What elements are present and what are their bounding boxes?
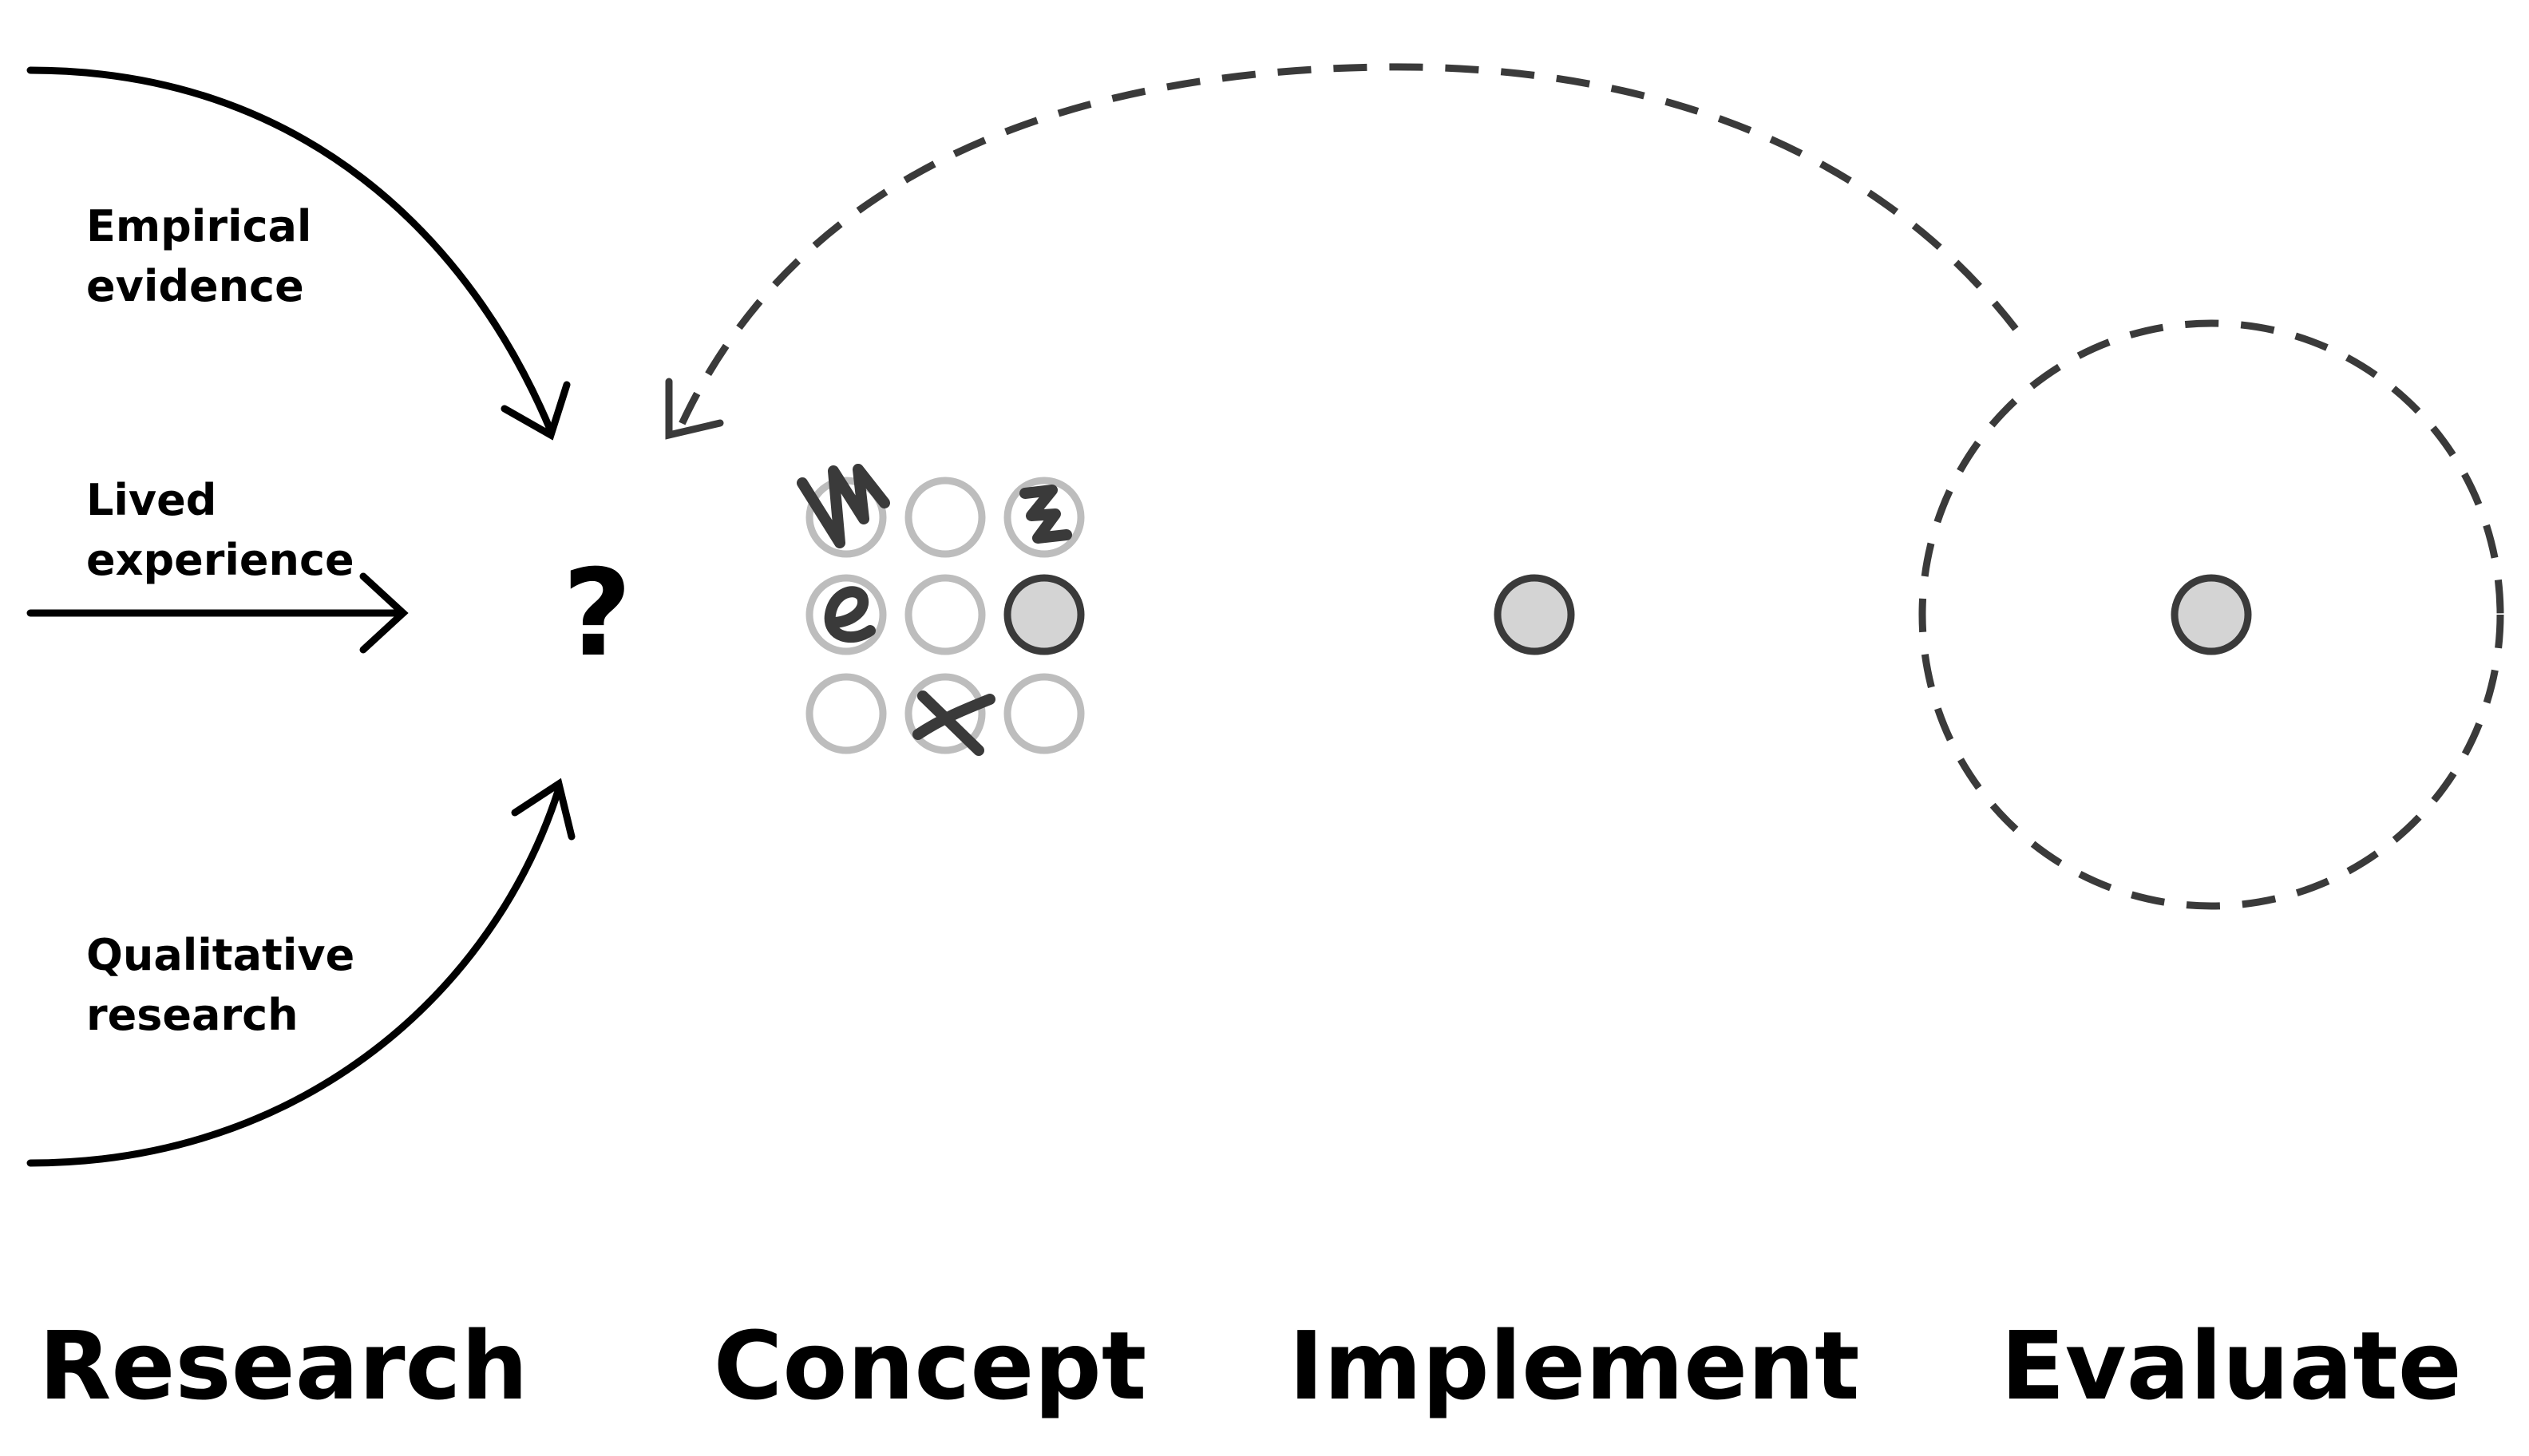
empirical-evidence-arrowhead xyxy=(501,381,571,441)
scribble-loop-mark xyxy=(824,586,876,643)
concept-option-circle xyxy=(904,477,986,558)
qualitative-research-arrow xyxy=(26,785,563,1167)
question-mark: ? xyxy=(562,544,631,683)
scribble-cross-mark xyxy=(912,690,995,756)
evaluate-dashed-ring xyxy=(1918,319,2504,910)
feedback-loop-arrow xyxy=(675,63,2019,433)
concept-option-circle xyxy=(904,673,986,754)
concept-option-circle xyxy=(805,673,887,754)
concept-option-circle xyxy=(805,477,887,558)
concept-option-circle xyxy=(1003,477,1085,558)
scribble-squiggle-mark xyxy=(1019,485,1072,544)
empirical-evidence-arrow xyxy=(26,66,555,435)
evaluate-circle xyxy=(2171,574,2252,655)
stage-label-evaluate: Evaluate xyxy=(2001,1311,2462,1421)
lived-experience-label: Lived experience xyxy=(86,475,354,585)
evaluate-group xyxy=(1918,319,2504,910)
qualitative-research-label: Qualitative research xyxy=(86,930,370,1040)
stage-label-research: Research xyxy=(39,1311,528,1421)
concept-selected-circle xyxy=(1003,574,1085,655)
qualitative-research-arrowhead xyxy=(511,777,576,841)
research-inputs: Empirical evidence Lived experience Qual… xyxy=(26,66,576,1167)
feedback-loop-arrowhead xyxy=(665,378,724,440)
lived-experience-arrowhead xyxy=(359,572,409,654)
concept-option-circle xyxy=(904,574,986,655)
concept-option-circle xyxy=(1003,673,1085,754)
feedback-loop xyxy=(665,63,2019,440)
implement-circle xyxy=(1494,574,1575,655)
stage-label-implement: Implement xyxy=(1288,1311,1859,1421)
concept-grid xyxy=(797,464,1085,756)
scribble-zigzag-mark xyxy=(797,464,890,548)
concept-option-circle xyxy=(805,574,887,655)
stage-label-concept: Concept xyxy=(714,1311,1147,1421)
empirical-evidence-label: Empirical evidence xyxy=(86,201,327,311)
